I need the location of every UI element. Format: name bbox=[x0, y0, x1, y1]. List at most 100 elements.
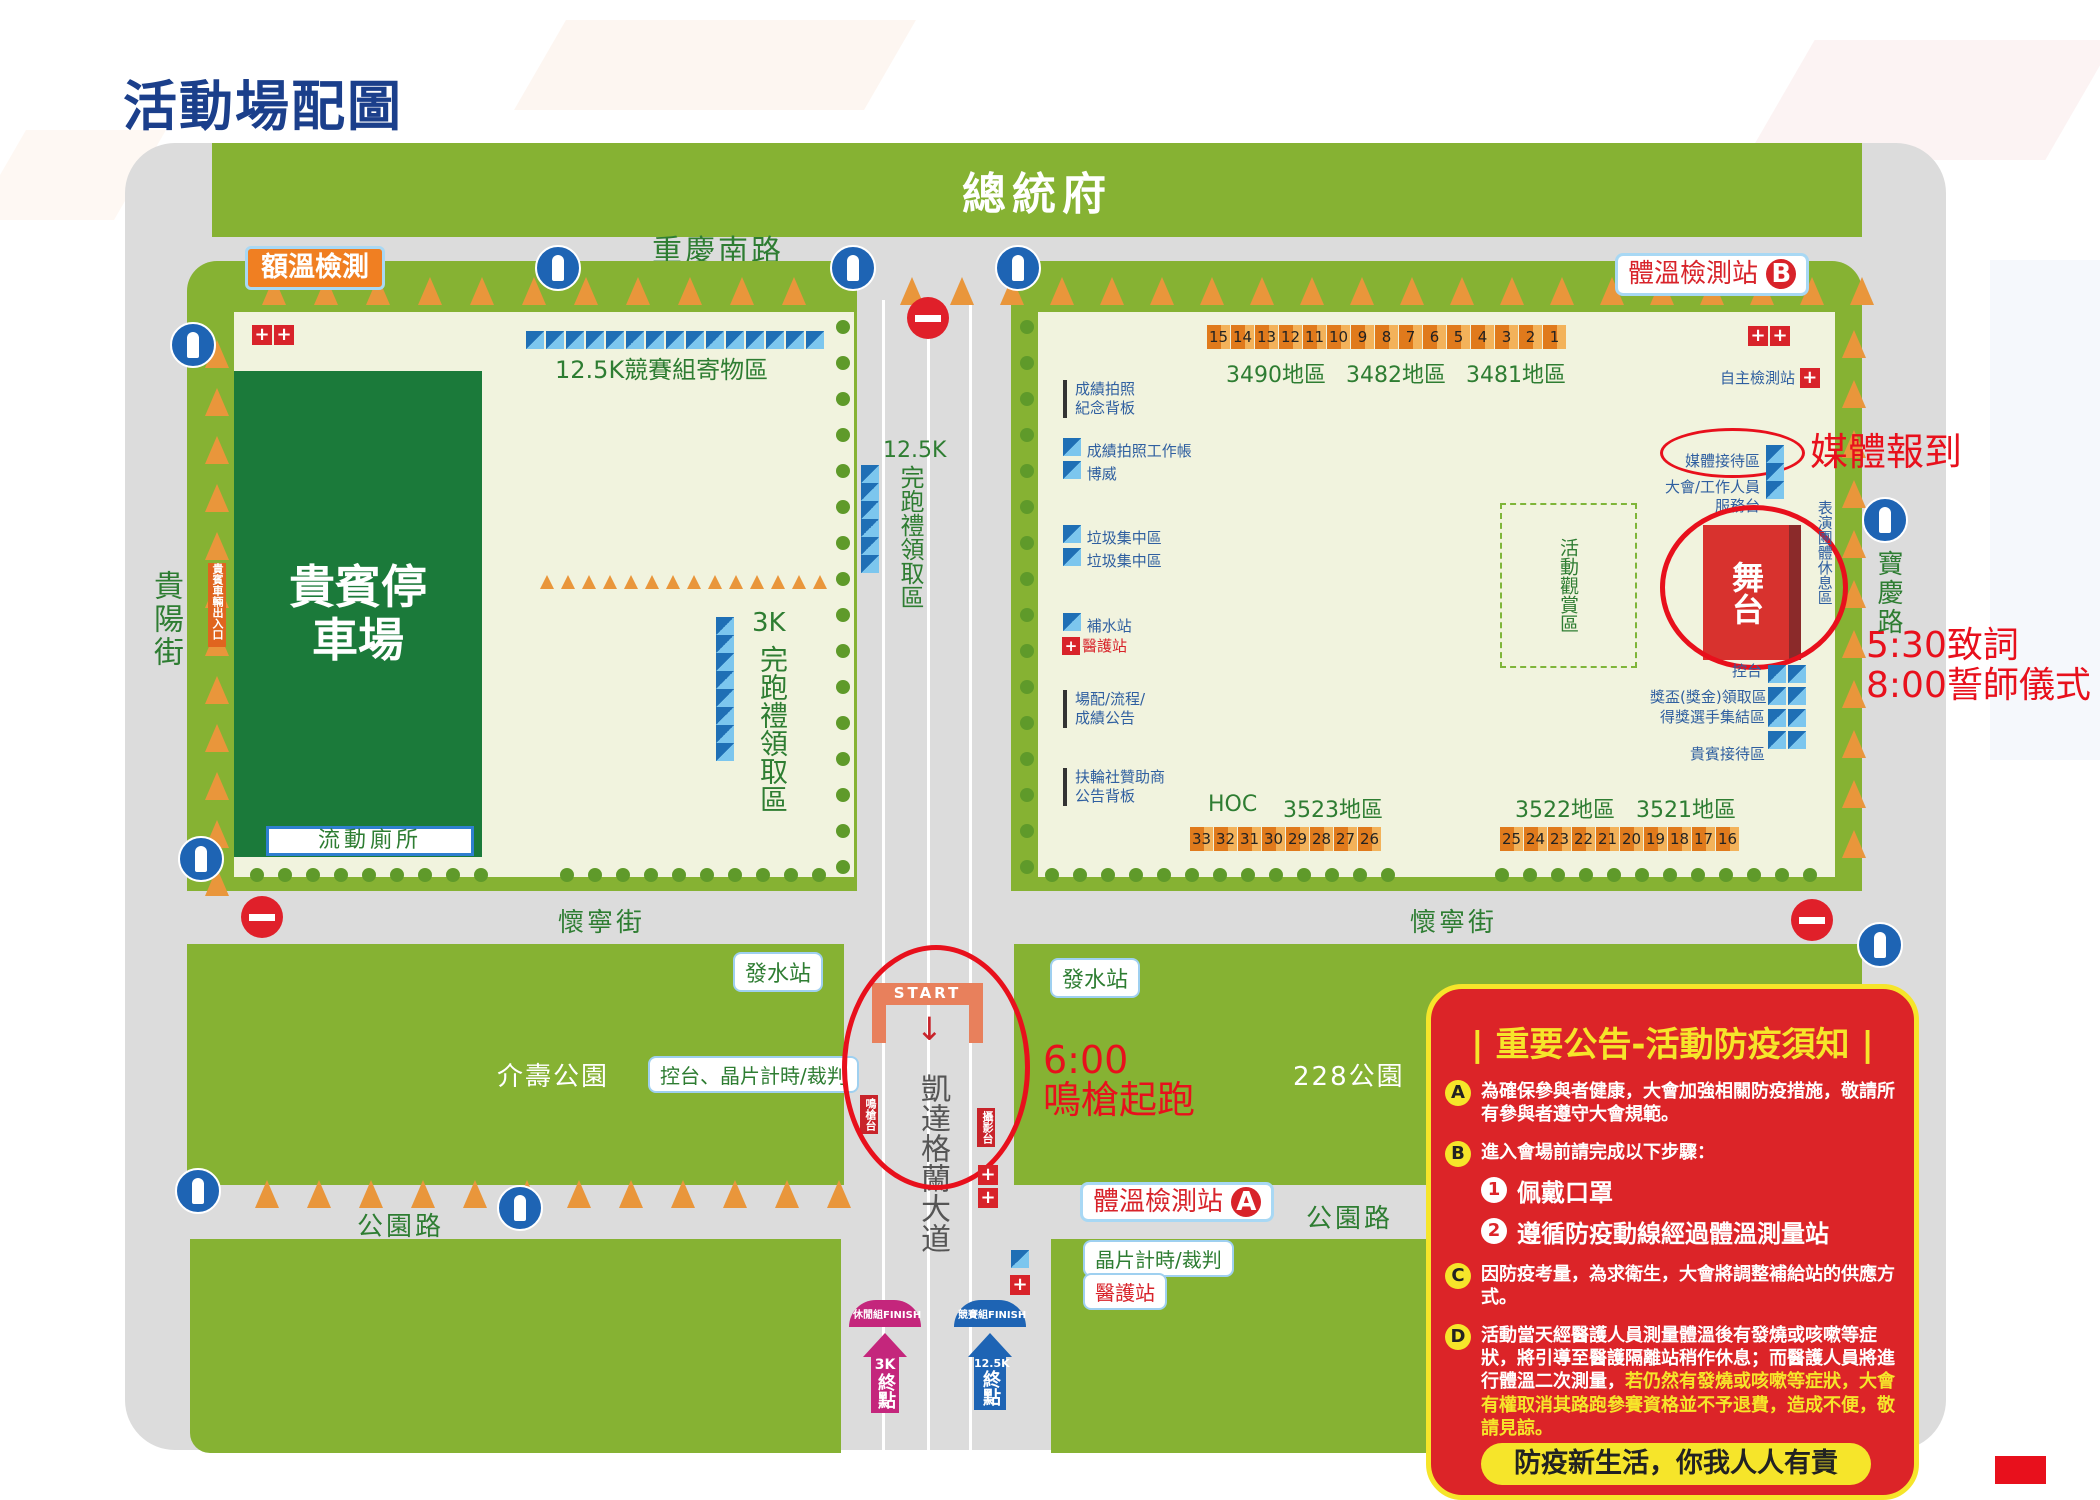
finish-3k-distance: 3K bbox=[874, 1357, 896, 1373]
start-highlight-circle bbox=[842, 945, 1030, 1190]
notice-bullet: D bbox=[1445, 1323, 1471, 1350]
finish-125k: 競賽組FINISH 12.5K 終點 bbox=[954, 1300, 1026, 1410]
stage-highlight-circle bbox=[1660, 505, 1848, 670]
tree-icon bbox=[1803, 868, 1817, 882]
medical-cross-icon: + bbox=[978, 1188, 998, 1208]
tree-icon bbox=[1020, 572, 1034, 586]
medical-cross-icon: + bbox=[1062, 637, 1080, 655]
background-shape bbox=[514, 20, 916, 110]
traffic-cone-icon bbox=[1250, 277, 1274, 305]
tent-icon bbox=[1063, 461, 1081, 479]
viewing-area-label: 活動觀賞區 bbox=[1557, 538, 1579, 633]
traffic-cone-icon bbox=[645, 575, 659, 589]
temp-check-badge: 額溫檢測 bbox=[245, 246, 385, 290]
vip-reception-label: 貴賓接待區 bbox=[1690, 745, 1766, 763]
finish-125k-arc: 競賽組FINISH bbox=[954, 1300, 1026, 1327]
road-label-guiyang: 貴陽街 bbox=[148, 570, 183, 669]
stage-schedule-1: 5:30致詞 bbox=[1866, 625, 2019, 666]
media-checkin-note: 媒體報到 bbox=[1810, 430, 1963, 474]
tree-icon bbox=[418, 868, 432, 882]
traffic-cone-icon bbox=[666, 575, 680, 589]
finish-3k: 休閒組FINISH 3K 終點 bbox=[849, 1300, 921, 1413]
tree-icon bbox=[812, 868, 826, 882]
booth-number: 21 bbox=[1596, 827, 1619, 851]
traffic-cone-icon bbox=[205, 724, 229, 752]
notice-bullet: C bbox=[1445, 1262, 1471, 1289]
traffic-cone-icon bbox=[1842, 480, 1866, 508]
tree-icon bbox=[250, 868, 264, 882]
tree-icon bbox=[1020, 392, 1034, 406]
page-title: 活動場配圖 bbox=[123, 75, 403, 138]
schedule-board-label: 場配/流程/ 成績公告 bbox=[1063, 690, 1145, 728]
tree-icon bbox=[836, 500, 850, 514]
chip-timing-label: 晶片計時/裁判 bbox=[1083, 1240, 1234, 1277]
tree-icon bbox=[1213, 868, 1227, 882]
tree-icon bbox=[836, 716, 850, 730]
tree-icon bbox=[1353, 868, 1367, 882]
traffic-cone-icon bbox=[626, 277, 650, 305]
photo-tent-label: 成績拍照工作帳 bbox=[1086, 442, 1192, 460]
tent-icon bbox=[666, 331, 684, 349]
traffic-cone-icon bbox=[1842, 680, 1866, 708]
media-highlight-circle bbox=[1660, 428, 1805, 478]
no-entry-icon bbox=[241, 896, 283, 938]
traffic-cone-icon bbox=[540, 575, 554, 589]
traffic-cone-icon bbox=[792, 575, 806, 589]
tent-icon bbox=[1788, 687, 1806, 705]
viewing-area: 活動觀賞區 bbox=[1500, 503, 1637, 668]
traffic-police-icon bbox=[175, 1168, 221, 1214]
booth-number: 4 bbox=[1471, 325, 1494, 349]
tree-icon bbox=[1269, 868, 1283, 882]
tent-icon bbox=[1063, 548, 1081, 566]
tent-icon bbox=[726, 331, 744, 349]
tree-icon bbox=[836, 860, 850, 874]
no-entry-icon bbox=[907, 297, 949, 339]
tree-icon bbox=[1719, 868, 1733, 882]
tree-icon bbox=[836, 392, 850, 406]
tree-icon bbox=[836, 572, 850, 586]
baggage-tents bbox=[525, 331, 825, 353]
medical-cross-icon: + bbox=[1748, 326, 1768, 346]
tree-icon bbox=[836, 356, 850, 370]
booth-number: 5 bbox=[1447, 325, 1470, 349]
booth-number: 7 bbox=[1399, 325, 1422, 349]
step-text: 遵循防疫動線經過體溫測量站 bbox=[1517, 1219, 1829, 1248]
tent-icon bbox=[586, 331, 604, 349]
traffic-cone-icon bbox=[678, 277, 702, 305]
service-tents bbox=[1765, 445, 1805, 499]
stage-schedule-2: 8:00誓師儀式 bbox=[1866, 665, 2091, 706]
booth-number: 22 bbox=[1572, 827, 1595, 851]
tent-icon bbox=[1788, 731, 1806, 749]
booth-number: 25 bbox=[1500, 827, 1523, 851]
notice-bullet: B bbox=[1445, 1140, 1471, 1167]
booth-number: 14 bbox=[1231, 325, 1254, 349]
traffic-police-icon bbox=[497, 1185, 543, 1231]
booth-number: 20 bbox=[1620, 827, 1643, 851]
tree-icon bbox=[362, 868, 376, 882]
finish-3k-label: 終點 bbox=[875, 1373, 896, 1409]
traffic-cone-icon bbox=[1350, 277, 1374, 305]
tree-icon bbox=[1185, 868, 1199, 882]
background-shape bbox=[1745, 40, 2100, 160]
tree-icon bbox=[836, 428, 850, 442]
traffic-cone-icon bbox=[671, 1180, 695, 1208]
traffic-cone-icon bbox=[205, 484, 229, 512]
traffic-cone-icon bbox=[1550, 277, 1574, 305]
booth-number: 16 bbox=[1716, 827, 1739, 851]
notice-title: | 重要公告-活動防疫須知 | bbox=[1471, 1025, 1874, 1065]
tree-icon bbox=[588, 868, 602, 882]
tree-icon bbox=[836, 824, 850, 838]
notice-text: 活動當天經醫護人員測量體溫後有發燒或咳嗽等症狀，將引導至醫護隔離站稍作休息；而醫… bbox=[1481, 1324, 1895, 1393]
tree-icon bbox=[278, 868, 292, 882]
traffic-cone-icon bbox=[1150, 277, 1174, 305]
traffic-cone-icon bbox=[561, 575, 575, 589]
traffic-cone-icon bbox=[1842, 380, 1866, 408]
tree-icon bbox=[1691, 868, 1705, 882]
traffic-police-icon bbox=[170, 322, 216, 368]
medical-station-label: 醫護站 bbox=[1082, 637, 1128, 655]
bowei-label: 博威 bbox=[1086, 465, 1117, 483]
